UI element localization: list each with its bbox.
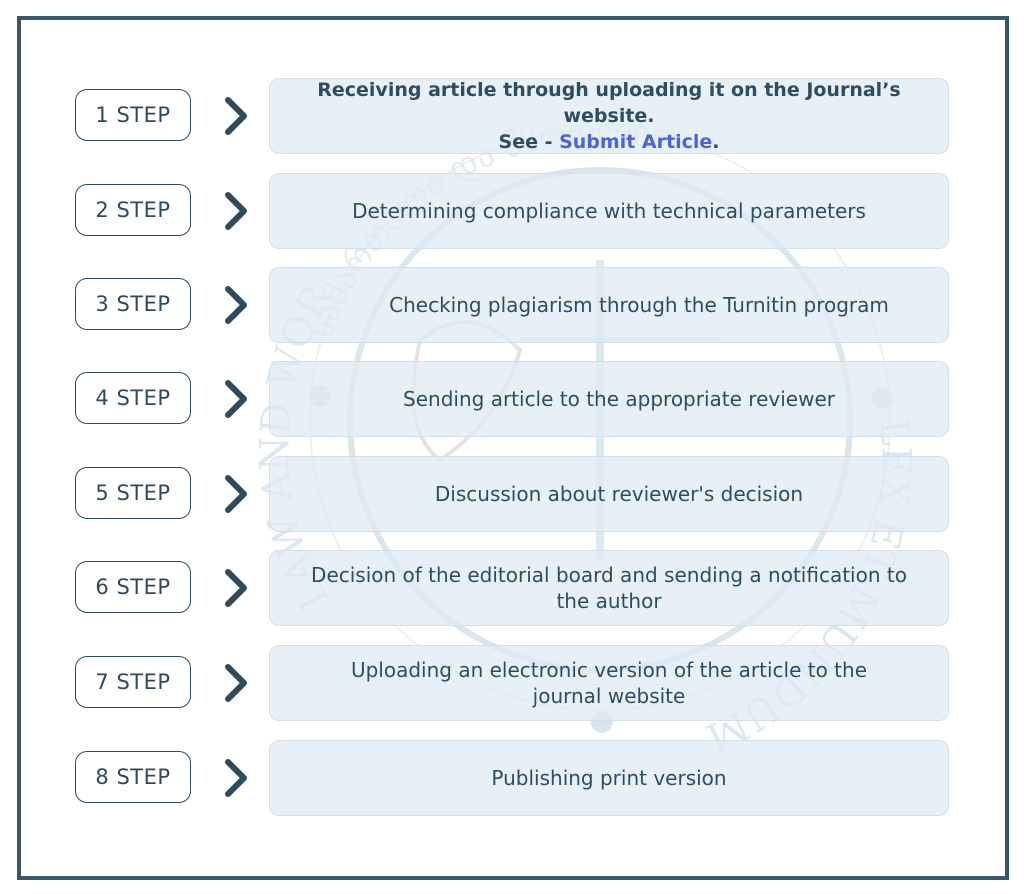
step-7-card: Uploading an electronic version of the a… [269,645,949,721]
chevron-right-icon [225,475,247,513]
outer-frame [17,16,1009,880]
step-4-card: Sending article to the appropriate revie… [269,361,949,437]
step-7-text: Uploading an electronic version of the a… [350,658,868,708]
step-row-4: 4 STEP Sending article to the appropriat… [0,361,1024,439]
step-5-card: Discussion about reviewer's decision [269,456,949,532]
chevron-right-icon [225,664,247,702]
step-1-card: Receiving article through uploading it o… [269,78,949,154]
chevron-right-icon [225,97,247,135]
step-7-label: 7 STEP [75,656,191,708]
step-8-label: 8 STEP [75,751,191,803]
step-row-7: 7 STEP Uploading an electronic version o… [0,645,1024,723]
step-row-8: 8 STEP Publishing print version [0,740,1024,818]
step-row-6: 6 STEP Decision of the editorial board a… [0,550,1024,628]
submit-article-link[interactable]: Submit Article [559,131,713,153]
step-8-text: Publishing print version [491,766,727,790]
step-row-2: 2 STEP Determining compliance with techn… [0,173,1024,251]
step-3-label: 3 STEP [75,278,191,330]
step-4-text: Sending article to the appropriate revie… [403,387,835,411]
step-5-text: Discussion about reviewer's decision [434,482,804,506]
step-4-label: 4 STEP [75,372,191,424]
chevron-right-icon [225,759,247,797]
step-1-see: See - [498,131,560,153]
chevron-right-icon [225,569,247,607]
step-row-3: 3 STEP Checking plagiarism through the T… [0,267,1024,345]
step-8-card: Publishing print version [269,740,949,816]
step-6-label: 6 STEP [75,561,191,613]
step-6-card: Decision of the editorial board and send… [269,550,949,626]
step-row-5: 5 STEP Discussion about reviewer's decis… [0,456,1024,534]
step-1-label: 1 STEP [75,89,191,141]
step-5-label: 5 STEP [75,467,191,519]
step-2-label: 2 STEP [75,184,191,236]
step-1-suffix: . [712,131,720,153]
step-2-card: Determining compliance with technical pa… [269,173,949,249]
step-6-text: Decision of the editorial board and send… [311,563,907,613]
chevron-right-icon [225,380,247,418]
step-row-1: 1 STEP Receiving article through uploadi… [0,78,1024,156]
chevron-right-icon [225,286,247,324]
step-3-card: Checking plagiarism through the Turnitin… [269,267,949,343]
step-2-text: Determining compliance with technical pa… [352,199,866,223]
chevron-right-icon [225,192,247,230]
step-1-text: Receiving article through uploading it o… [317,79,901,127]
step-3-text: Checking plagiarism through the Turnitin… [389,293,889,317]
